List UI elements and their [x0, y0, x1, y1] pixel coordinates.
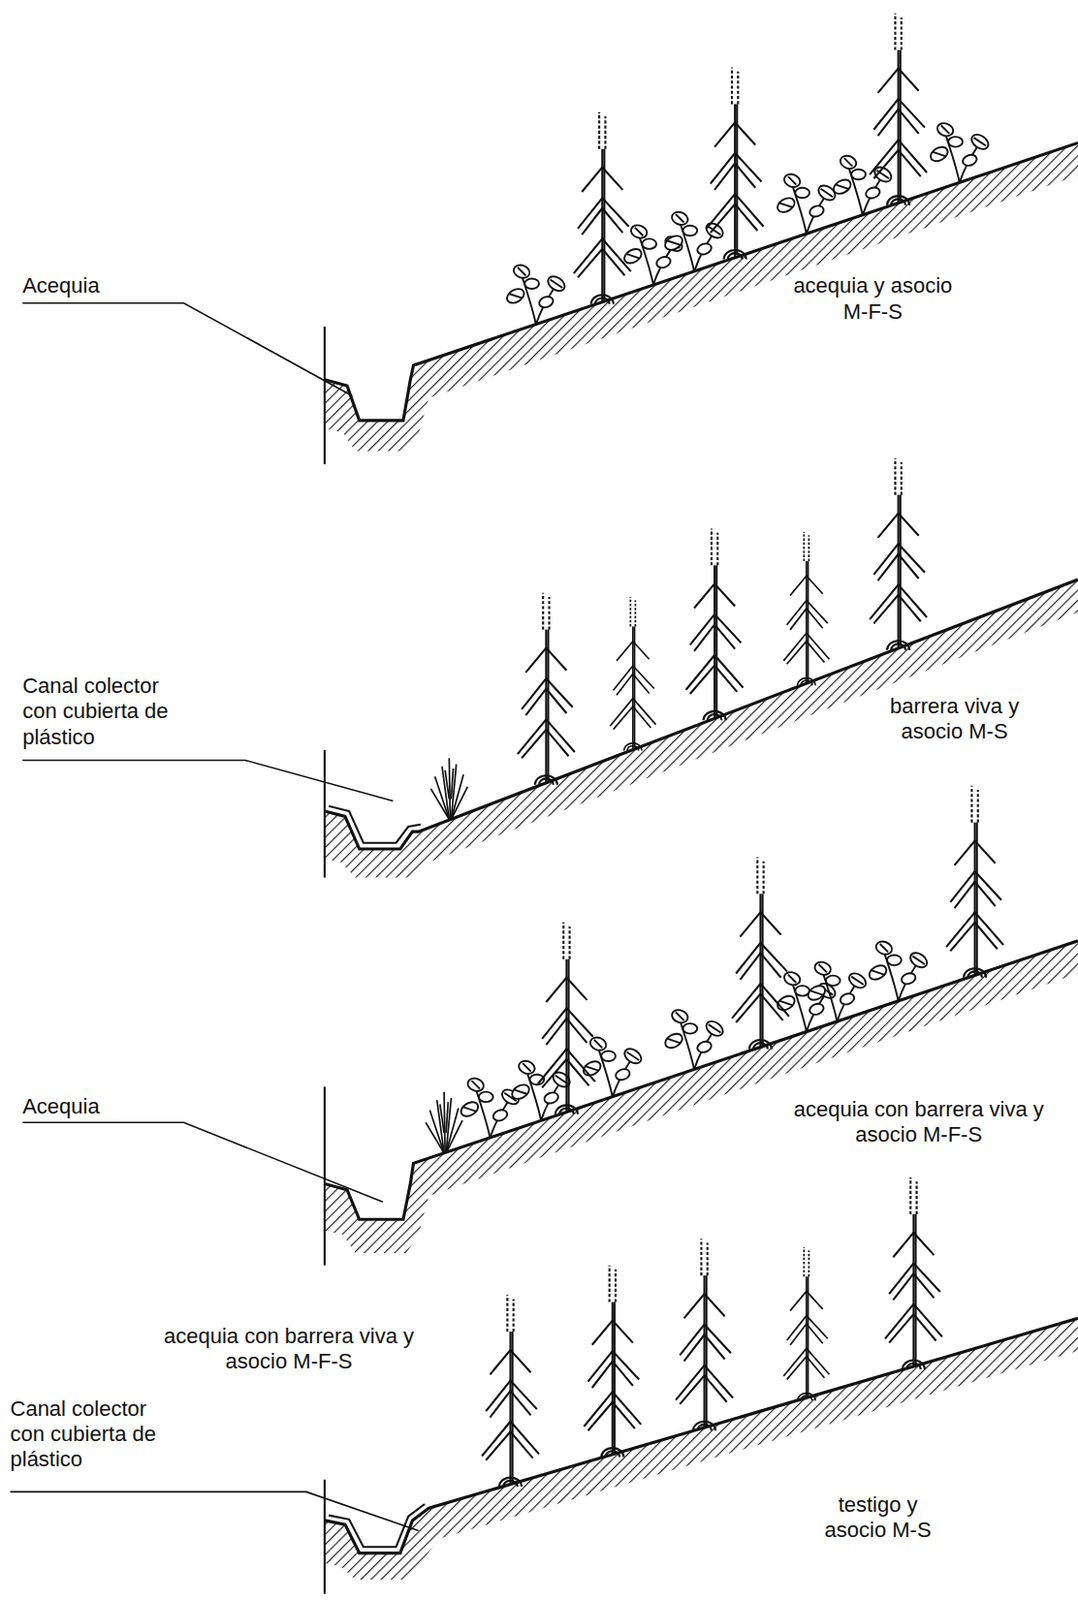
panel-ditch-barrier-mfs: [22, 786, 1078, 1267]
treatment-label: barrera viva y asocio M-S: [872, 694, 1038, 746]
panel-barrier-ms: [22, 458, 1078, 879]
ditch-label: Acequia: [22, 1094, 217, 1120]
panel-control-ms: [10, 1177, 1078, 1595]
panel-ditch-mfs: [22, 13, 1078, 465]
canal-label: Canal colector con cubierta de plástico: [22, 673, 183, 751]
canal-label: Canal colector con cubierta de plástico: [10, 1396, 171, 1474]
treatment-label: acequia con barrera viva y asocio M-F-S: [143, 1324, 435, 1376]
treatment-label: acequia con barrera viva y asocio M-F-S: [780, 1097, 1057, 1149]
treatment-label: acequia y asocio M-F-S: [792, 273, 953, 325]
ditch-label: Acequia: [22, 273, 217, 299]
treatment-label: testigo y asocio M-S: [807, 1492, 949, 1545]
